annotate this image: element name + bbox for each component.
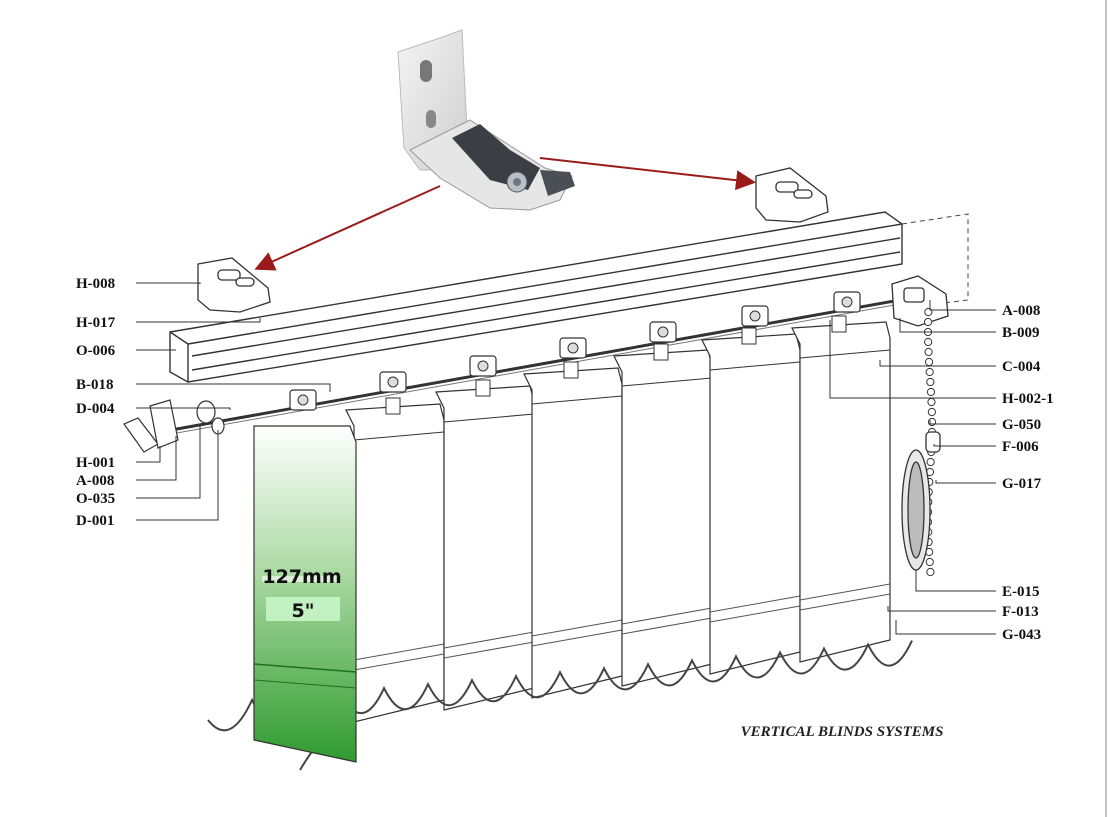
label-right-b-009: B-009 — [1002, 325, 1040, 341]
leader-line — [933, 444, 996, 447]
leader-line — [887, 606, 996, 612]
label-left-b-018: B-018 — [76, 377, 114, 393]
carrier — [559, 337, 587, 359]
carrier — [469, 355, 497, 377]
leader-line — [895, 620, 996, 635]
leader-line — [929, 300, 996, 311]
left-part-labels: H-008H-017O-006B-018D-004H-001A-008O-035… — [76, 276, 116, 529]
right-bracket — [755, 167, 829, 223]
label-right-g-050: G-050 — [1002, 417, 1041, 433]
leader-line — [899, 318, 996, 333]
label-right-f-006: F-006 — [1002, 439, 1039, 455]
bracket-photo — [397, 29, 575, 211]
width-label-in: 5" — [291, 600, 314, 622]
rail-end-outline — [901, 213, 969, 307]
leader-line — [929, 420, 996, 425]
leader-line — [915, 570, 996, 592]
label-right-a-008: A-008 — [1002, 303, 1040, 319]
leader-line — [136, 436, 177, 481]
label-left-o-035: O-035 — [76, 491, 115, 507]
leader-line — [136, 318, 261, 323]
leader-lines — [136, 282, 996, 635]
carrier — [833, 291, 861, 313]
leader-line — [136, 383, 331, 392]
label-left-d-001: D-001 — [76, 513, 114, 529]
label-left-h-001: H-001 — [76, 455, 115, 471]
width-label-mm: 127mm — [262, 566, 341, 588]
label-left-d-004: D-004 — [76, 401, 115, 417]
carrier — [289, 389, 317, 411]
tilt-rod — [159, 298, 901, 434]
highlighted-vane: 127mm 5" — [253, 425, 357, 763]
leader-line — [136, 407, 231, 410]
leader-line — [879, 360, 996, 367]
vane — [435, 379, 535, 711]
vane — [791, 315, 891, 663]
carriers — [289, 291, 861, 411]
label-right-c-004: C-004 — [1002, 359, 1041, 375]
leader-line — [136, 446, 161, 463]
leader-line — [136, 282, 201, 284]
diagram-title: VERTICAL BLINDS SYSTEMS — [741, 724, 944, 740]
leader-line — [136, 430, 219, 521]
carrier — [379, 371, 407, 393]
label-left-h-008: H-008 — [76, 276, 115, 292]
leader-line — [935, 480, 996, 484]
vane — [613, 343, 713, 687]
carrier — [649, 321, 677, 343]
width-label-box — [266, 597, 340, 621]
tilt-rod-edge — [159, 303, 901, 437]
arrow-to-left-bracket — [254, 185, 441, 271]
label-right-f-013: F-013 — [1002, 604, 1039, 620]
label-left-h-017: H-017 — [76, 315, 116, 331]
vanes — [345, 315, 891, 723]
label-right-e-015: E-015 — [1002, 584, 1040, 600]
vane — [523, 361, 623, 699]
chain-tensioner — [901, 431, 941, 571]
right-part-labels: A-008B-009C-004H-002-1G-050F-006G-017E-0… — [1002, 303, 1054, 643]
label-left-a-008: A-008 — [76, 473, 114, 489]
left-end-parts — [123, 399, 225, 453]
label-right-g-017: G-017 — [1002, 476, 1042, 492]
vane — [701, 327, 801, 675]
label-left-o-006: O-006 — [76, 343, 116, 359]
head-rail — [169, 211, 903, 383]
vane — [345, 397, 445, 723]
control-head — [891, 275, 949, 327]
arrow-to-right-bracket — [539, 157, 756, 191]
left-bracket — [197, 257, 271, 313]
label-right-h-002-1: H-002-1 — [1002, 391, 1054, 407]
label-right-g-043: G-043 — [1002, 627, 1041, 643]
leader-line — [829, 320, 996, 399]
leader-line — [136, 424, 201, 499]
carrier — [741, 305, 769, 327]
